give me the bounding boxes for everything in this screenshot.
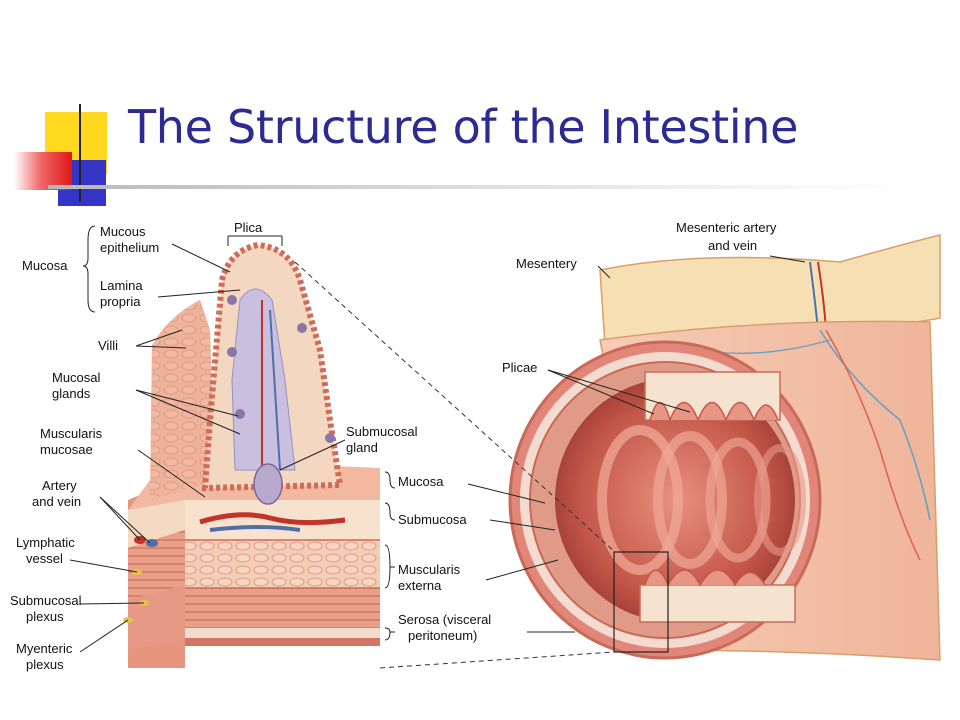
label-plica: Plica [234,220,263,235]
label-plicae: Plicae [502,360,537,375]
label-myenteric-2: plexus [26,657,64,672]
villi-field [150,300,215,500]
intestine-tube [508,234,941,661]
layer-longitudinal-muscle [185,588,380,628]
label-mesentery: Mesentery [516,256,577,271]
slide-title: The Structure of the Intestine [128,100,799,154]
label-artery-vein-1: Artery [42,478,77,493]
label-submucosal-gland-2: gland [346,440,378,455]
label-lamina-propria-1: Lamina [100,278,143,293]
layer-serosa-band [185,628,380,638]
diagram-labels: Plica Mucous epithelium Mucosa Lamina pr… [10,220,777,672]
label-mesenteric-2: and vein [708,238,757,253]
label-lamina-propria-2: propria [100,294,141,309]
label-serosa-2: peritoneum) [408,628,477,643]
label-mucosa-bracket: Mucosa [22,258,68,273]
plica-fold [201,241,344,505]
label-layer-submucosa: Submucosa [398,512,467,527]
zoom-line-bottom [379,651,615,669]
label-villi: Villi [98,338,118,353]
label-mucous-epithelium-1: Mucous [100,224,146,239]
label-myenteric-1: Myenteric [16,641,73,656]
label-muscularis-mucosae-1: Muscularis [40,426,103,441]
label-muscularis-mucosae-2: mucosae [40,442,93,457]
label-serosa-1: Serosa (visceral [398,612,491,627]
label-submucosal-gland-1: Submucosal [346,424,418,439]
label-artery-vein-2: and vein [32,494,81,509]
leader-lines [69,225,806,653]
inset-box [613,551,669,653]
deco-red-square [14,152,72,190]
label-mesenteric-1: Mesenteric artery [676,220,777,235]
label-submucosal-plexus-1: Submucosal [10,593,82,608]
label-lymphatic-1: Lymphatic [16,535,75,550]
deco-vertical-line [79,104,81,202]
label-muscularis-externa-2: externa [398,578,442,593]
wall-block [123,460,380,668]
label-layer-mucosa: Mucosa [398,474,444,489]
layer-circular-muscle [185,540,380,588]
label-mucosal-glands-2: glands [52,386,91,401]
label-mucous-epithelium-2: epithelium [100,240,159,255]
label-submucosal-plexus-2: plexus [26,609,64,624]
title-divider [48,185,908,189]
label-lymphatic-2: vessel [26,551,63,566]
label-mucosal-glands-1: Mucosal [52,370,101,385]
label-muscularis-externa-1: Muscularis [398,562,461,577]
